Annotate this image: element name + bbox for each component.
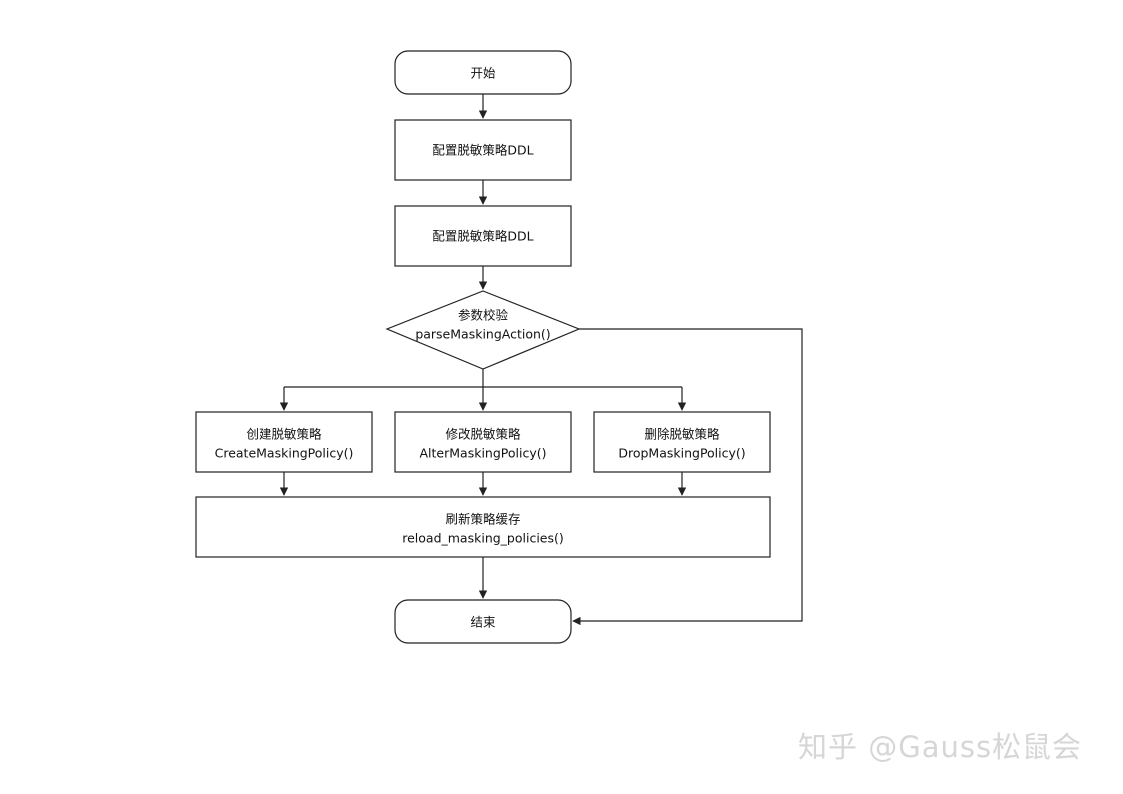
create-policy-box [195,411,373,473]
param-check-function: parseMaskingAction() [415,327,550,342]
param-check-label: 参数校验 [458,308,509,323]
node-config-ddl-2: 配置脱敏策略DDL [394,205,572,267]
drop-policy-function: DropMaskingPolicy() [618,446,745,461]
param-check-diamond [385,290,581,370]
node-start: 开始 [394,50,572,95]
end-label: 结束 [470,615,496,630]
alter-policy-box [394,411,572,473]
refresh-cache-label: 刷新策略缓存 [445,512,520,527]
create-policy-function: CreateMaskingPolicy() [215,446,354,461]
config-ddl-2-box [394,205,572,267]
create-policy-label: 创建脱敏策略 [246,427,322,442]
node-drop-policy: 删除脱敏策略 DropMaskingPolicy() [593,411,771,473]
node-end: 结束 [394,599,572,644]
node-param-check: 参数校验 parseMaskingAction() [385,290,581,370]
refresh-cache-box [195,496,771,558]
config-ddl-1-label: 配置脱敏策略DDL [432,143,533,158]
drop-policy-box [593,411,771,473]
alter-policy-label: 修改脱敏策略 [445,427,521,442]
refresh-cache-function: reload_masking_policies() [402,531,564,546]
start-label: 开始 [470,66,496,81]
node-create-policy: 创建脱敏策略 CreateMaskingPolicy() [195,411,373,473]
watermark-text: 知乎 @Gauss松鼠会 [798,730,1083,764]
config-ddl-2-label: 配置脱敏策略DDL [432,229,533,244]
start-terminal-shape [394,50,572,95]
node-refresh-cache: 刷新策略缓存 reload_masking_policies() [195,496,771,558]
arrow-check-to-end-bypass [572,328,803,626]
node-alter-policy: 修改脱敏策略 AlterMaskingPolicy() [394,411,572,473]
end-terminal-shape [394,599,572,644]
connectors [279,94,803,626]
alter-policy-function: AlterMaskingPolicy() [420,446,547,461]
node-config-ddl-1: 配置脱敏策略DDL [394,119,572,181]
drop-policy-label: 删除脱敏策略 [644,427,720,442]
config-ddl-1-box [394,119,572,181]
